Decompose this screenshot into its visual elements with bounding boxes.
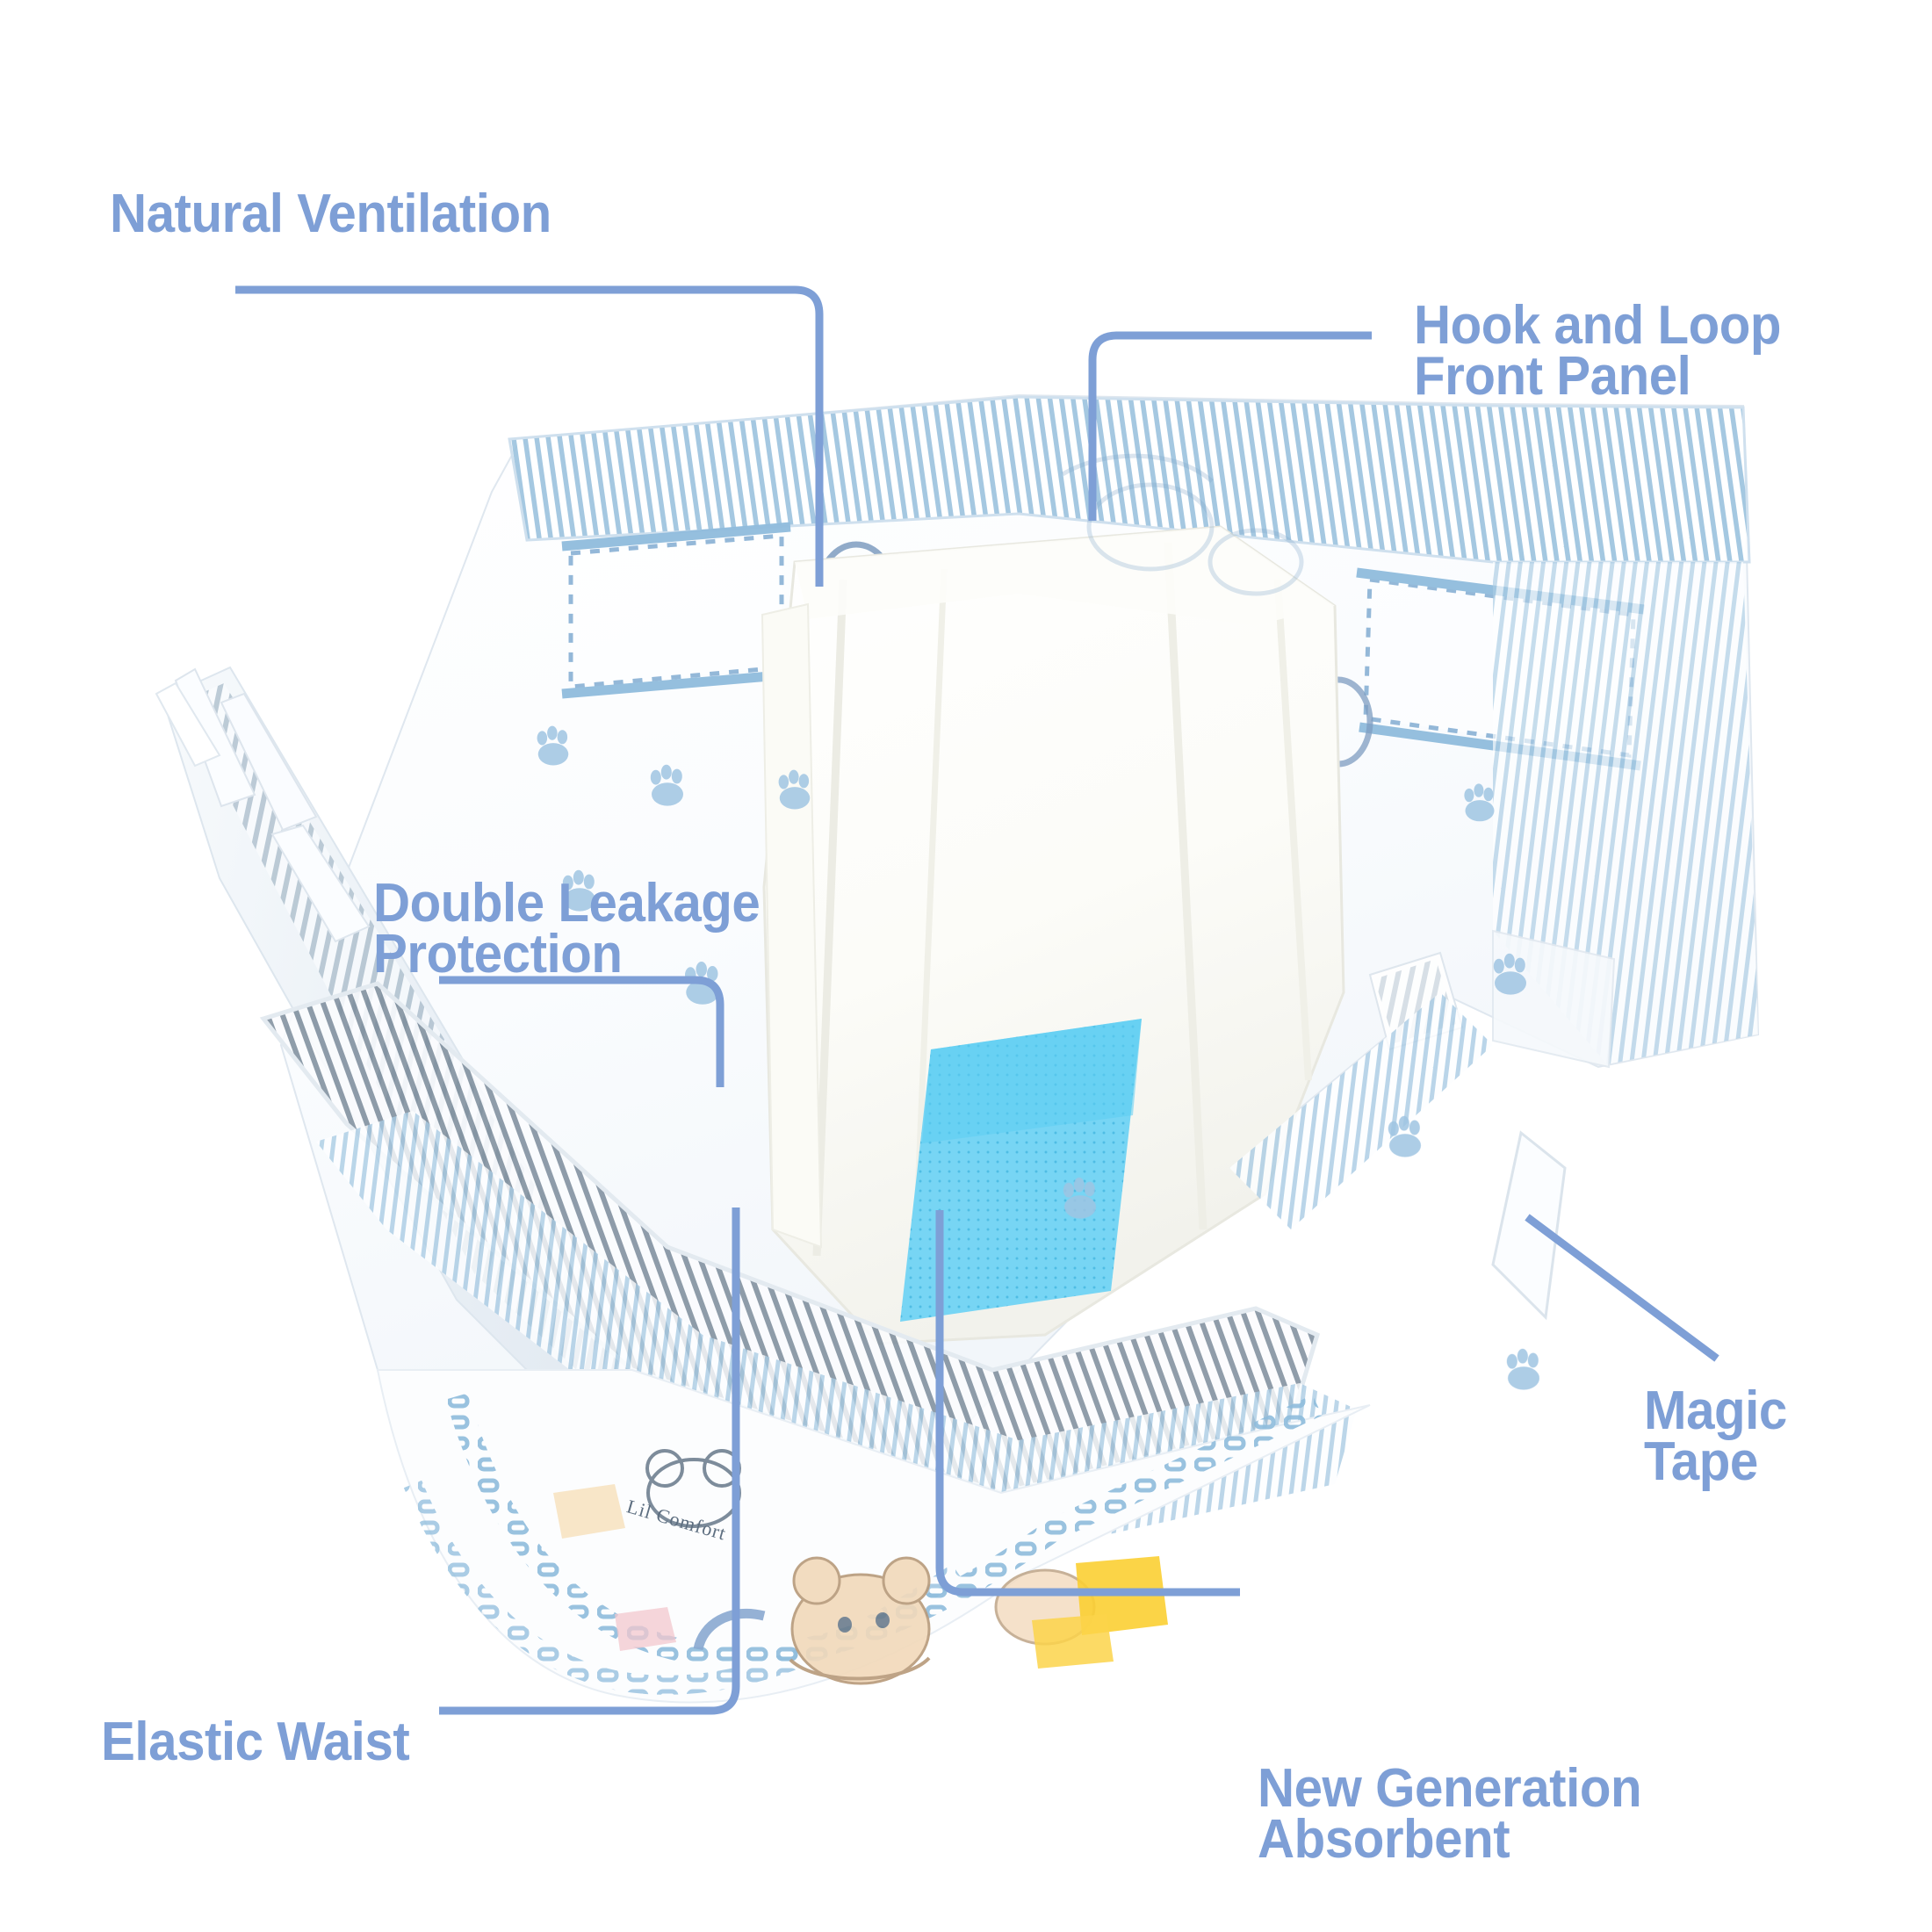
callout-label-elastic-waist: Elastic Waist — [101, 1712, 410, 1772]
callout-label-new-generation: New Generation Absorbent — [1258, 1758, 1642, 1870]
callout-label-magic-tape: Magic Tape — [1644, 1381, 1787, 1492]
callout-label-double-leakage: Double Leakage Protection — [373, 873, 761, 984]
callout-label-hook-and-loop: Hook and Loop Front Panel — [1414, 295, 1781, 407]
paw-print-graphics — [537, 725, 1539, 1390]
callout-label-natural-ventilation: Natural Ventilation — [110, 184, 551, 244]
